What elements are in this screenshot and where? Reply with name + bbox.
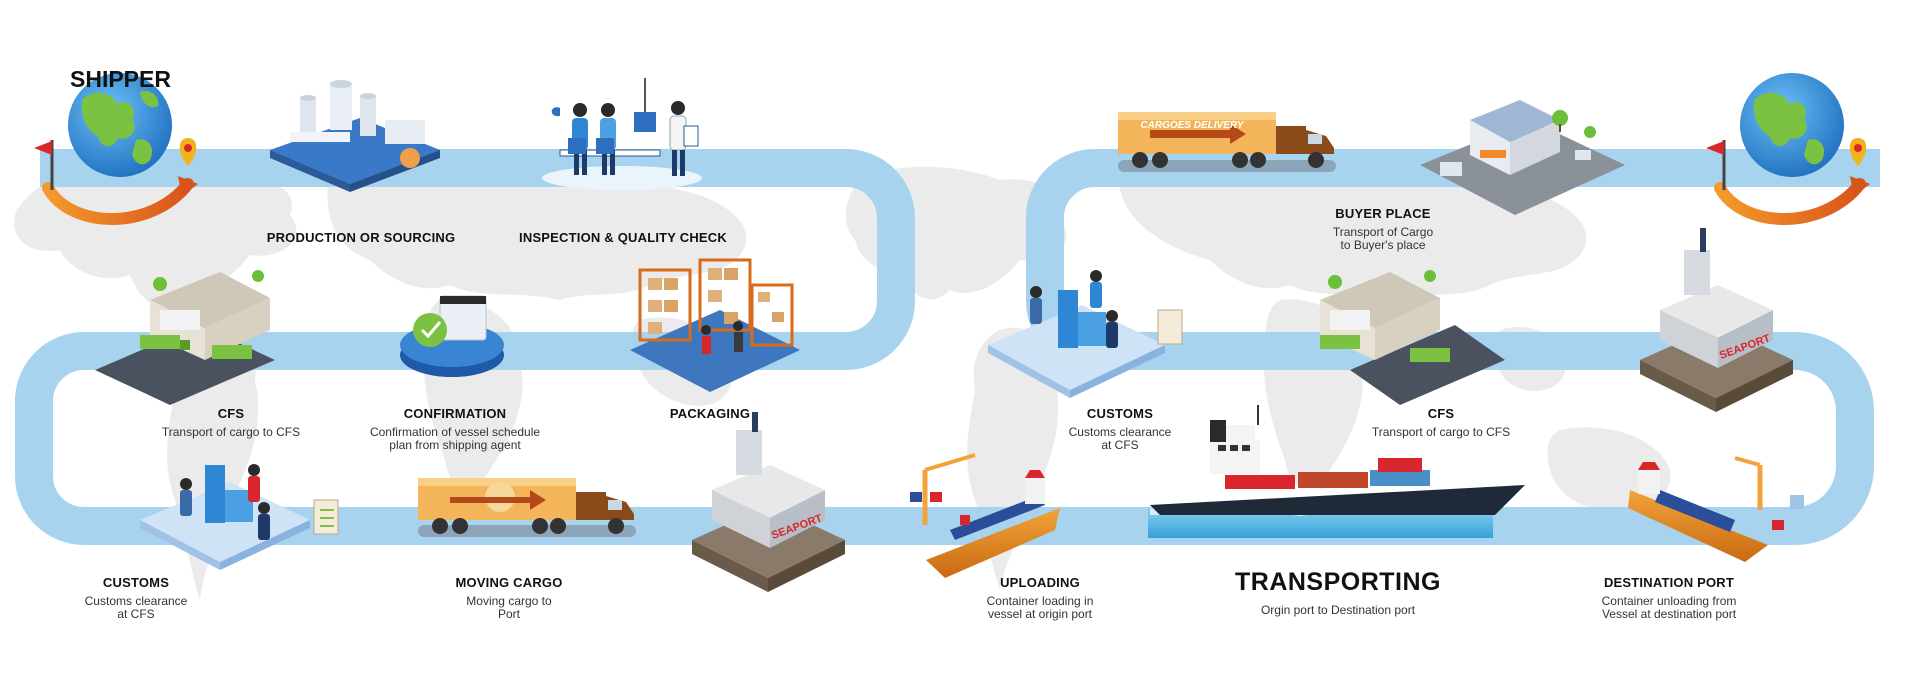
shipper-title: SHIPPER [70, 66, 171, 92]
stage-customs-origin: CUSTOMS Customs clearance at CFS [85, 575, 188, 621]
stage-confirmation-desc-line2: plan from shipping agent [389, 438, 521, 452]
stage-destination-port: DESTINATION PORT Container unloading fro… [1602, 575, 1737, 621]
buyer-warehouse-icon [1420, 100, 1625, 215]
stage-confirmation-desc-line1: Confirmation of vessel schedule [369, 425, 541, 439]
stage-production: PRODUCTION OR SOURCING [267, 230, 456, 245]
stage-buyer-place: BUYER PLACE Transport of Cargo to Buyer'… [1333, 206, 1433, 252]
seaport-destination-building-icon: SEAPORT [1640, 228, 1793, 412]
inspection-team-icon [542, 78, 702, 190]
stage-uploading-title: UPLOADING [1000, 575, 1080, 590]
stage-cfs-origin-title: CFS [217, 406, 245, 421]
transporting-desc: Orgin port to Destination port [1260, 603, 1416, 617]
seaport-origin-building-icon: SEAPORT [692, 412, 845, 592]
stage-buyer-place-desc-line1: Transport of Cargo [1332, 225, 1434, 239]
stage-uploading-desc-line1: Container loading in [986, 594, 1094, 608]
truck-sign-text: CARGOES DELIVERY [1140, 120, 1244, 131]
stage-cfs-origin-desc: Transport of cargo to CFS [161, 425, 301, 439]
stage-moving-cargo-desc-line1: Moving cargo to [466, 594, 552, 608]
packaging-warehouse-icon [630, 258, 800, 392]
uploading-ship-icon [910, 453, 1060, 578]
stage-cfs-destination-title: CFS [1427, 406, 1455, 421]
cfs-origin-warehouse-icon [95, 270, 275, 405]
stage-customs-destination-title: CUSTOMS [1086, 406, 1154, 421]
stage-customs-origin-title: CUSTOMS [102, 575, 170, 590]
globe-origin-icon [34, 73, 198, 225]
customs-origin-icon [140, 464, 339, 570]
stage-customs-origin-desc-line1: Customs clearance [84, 594, 188, 608]
stage-buyer-place-desc-line2: to Buyer's place [1340, 238, 1426, 252]
stage-confirmation-title: CONFIRMATION [403, 406, 507, 421]
stage-production-title: PRODUCTION OR SOURCING [266, 230, 456, 245]
stage-inspection: INSPECTION & QUALITY CHECK [519, 230, 727, 245]
stage-destination-port-title: DESTINATION PORT [1603, 575, 1735, 590]
cfs-destination-warehouse-icon [1320, 270, 1505, 405]
stage-cfs-origin: CFS Transport of cargo to CFS [162, 406, 300, 439]
moving-cargo-truck-icon [418, 478, 636, 537]
stage-packaging: PACKAGING [670, 406, 750, 421]
stage-destination-port-desc-line2: Vessel at destination port [1601, 607, 1737, 621]
stage-moving-cargo: MOVING CARGO Moving cargo to Port [455, 575, 562, 621]
delivery-truck-icon: CARGOES DELIVERY [1118, 112, 1336, 172]
stage-packaging-title: PACKAGING [669, 406, 751, 421]
destination-ship-icon [1628, 456, 1804, 562]
factory-icon [270, 80, 440, 192]
stage-moving-cargo-title: MOVING CARGO [455, 575, 563, 590]
cargo-ship-icon [1148, 405, 1525, 538]
stage-cfs-destination-desc: Transport of cargo to CFS [1371, 425, 1511, 439]
stage-moving-cargo-desc-line2: Port [497, 607, 520, 621]
transporting-block: TRANSPORTING Orgin port to Destination p… [1235, 568, 1441, 617]
stage-customs-destination-desc-line1: Customs clearance [1068, 425, 1172, 439]
customs-destination-icon [988, 270, 1183, 398]
stage-uploading-desc-line2: vessel at origin port [987, 607, 1093, 621]
stage-customs-destination-desc-line2: at CFS [1101, 438, 1139, 452]
stage-destination-port-desc-line1: Container unloading from [1601, 594, 1737, 608]
stage-confirmation: CONFIRMATION Confirmation of vessel sche… [370, 406, 540, 452]
stage-inspection-title: INSPECTION & QUALITY CHECK [519, 230, 727, 245]
stage-customs-destination: CUSTOMS Customs clearance at CFS [1069, 406, 1172, 452]
transporting-title: TRANSPORTING [1235, 568, 1441, 596]
stage-cfs-destination: CFS Transport of cargo to CFS [1372, 406, 1510, 439]
confirmation-calendar-icon [400, 295, 504, 377]
globe-destination-icon [1706, 73, 1870, 225]
stage-buyer-place-title: BUYER PLACE [1335, 206, 1431, 221]
stage-uploading: UPLOADING Container loading in vessel at… [987, 575, 1094, 621]
stage-customs-origin-desc-line2: at CFS [117, 607, 155, 621]
